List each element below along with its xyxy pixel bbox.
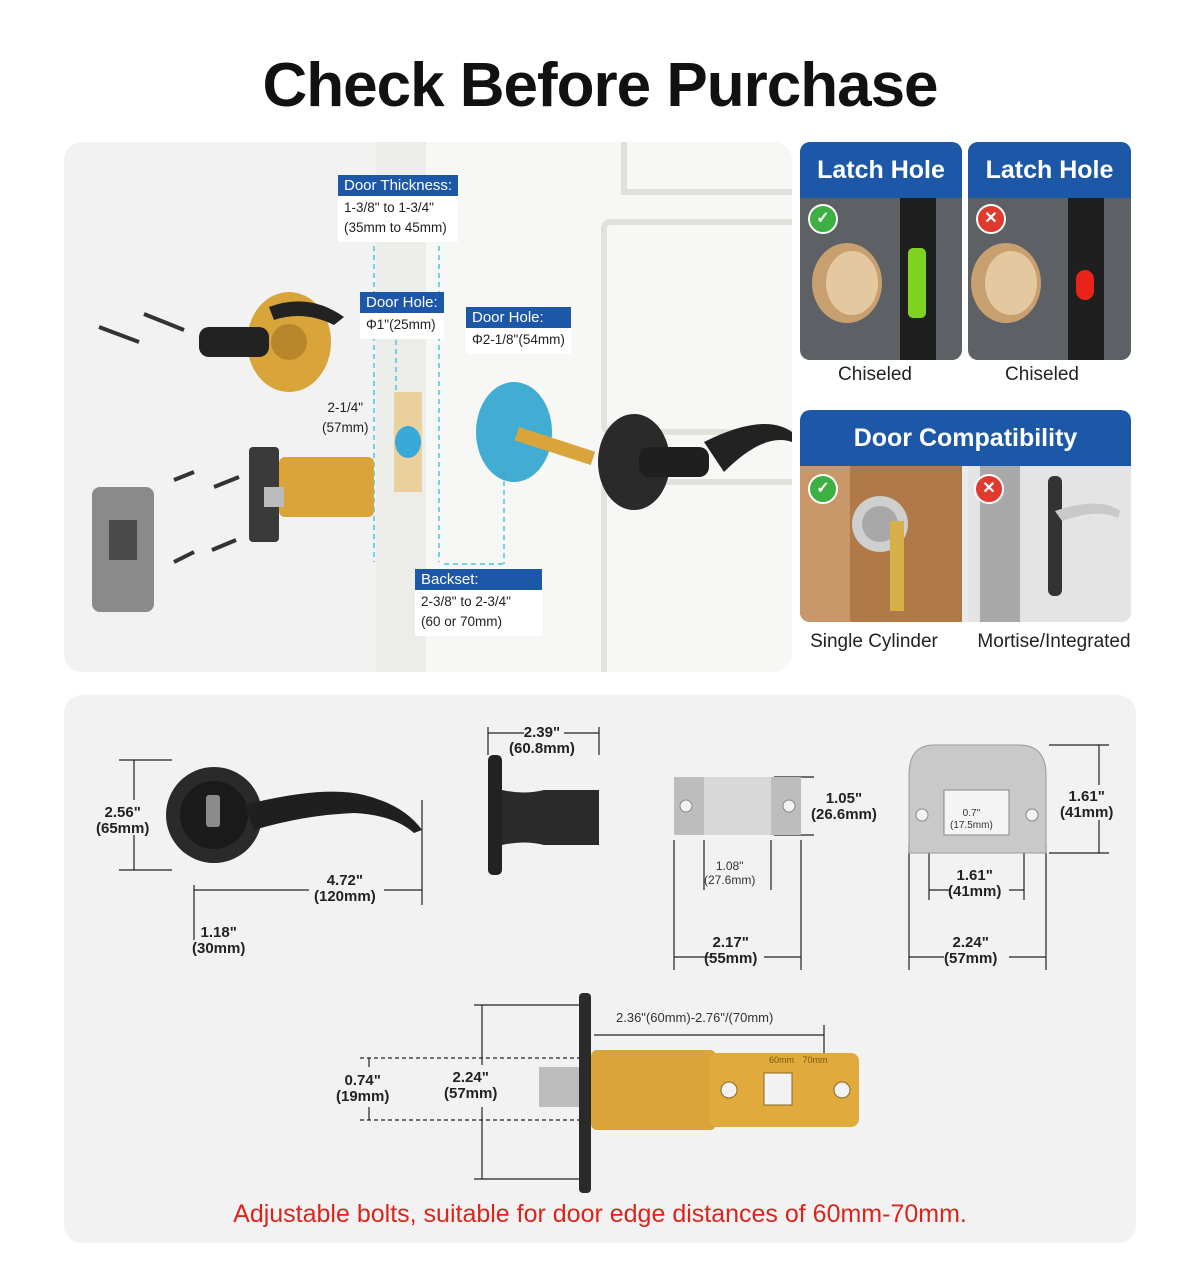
door-thickness-label: Door Thickness: 1-3/8" to 1-3/4" (35mm t… [338, 175, 459, 242]
dim-faceplate-inner: 1.08"(27.6mm) [704, 859, 756, 887]
latch-ok-caption: Chiseled [838, 364, 912, 385]
dim-strike-width: 2.24"(57mm) [944, 934, 998, 967]
cross-icon: ✕ [976, 204, 1006, 234]
dim-faceplate-width: 2.17"(55mm) [704, 934, 758, 967]
dim-latch-plate: 2.24"(57mm) [444, 1069, 498, 1102]
mortise-caption: Mortise/Integrated [977, 631, 1131, 652]
adjustable-bolt-note: Adjustable bolts, suitable for door edge… [233, 1200, 967, 1228]
dimension-drawings [119, 727, 1109, 1193]
latch-bad-caption: Chiseled [1005, 364, 1079, 385]
page-title: Check Before Purchase [262, 51, 938, 120]
door-hole-small-label: Door Hole: Φ1"(25mm) [360, 292, 444, 339]
install-diagram-panel: Door Thickness: 1-3/8" to 1-3/4" (35mm t… [64, 142, 792, 672]
dim-faceplate-height: 1.05"(26.6mm) [811, 790, 877, 823]
dim-strike-slot: 0.7"(17.5mm) [950, 808, 993, 831]
dim-knob-depth: 2.39"(60.8mm) [509, 724, 575, 757]
dim-lever-height: 2.56"(65mm) [96, 804, 150, 837]
latch-hole-card-ok: Latch Hole ✓ [800, 142, 962, 360]
dimensions-panel: 2.56"(65mm) 4.72"(120mm) 1.18"(30mm) 2.3… [64, 695, 1136, 1243]
single-cylinder-caption: Single Cylinder [810, 631, 938, 652]
latch-height-label: 2-1/4" (57mm) [322, 400, 369, 435]
dim-strike-hole: 1.61"(41mm) [948, 867, 1002, 900]
latch-hole-bad-illustration [971, 198, 1104, 360]
dim-latch-bolt: 0.74"(19mm) [336, 1072, 390, 1105]
check-icon: ✓ [808, 204, 838, 234]
latch-hole-card-bad: Latch Hole ✕ [968, 142, 1131, 360]
cross-icon: ✕ [974, 474, 1004, 504]
check-icon: ✓ [808, 474, 838, 504]
dim-rose-offset: 1.18"(30mm) [192, 924, 246, 957]
latch-marks: 60mm 70mm [769, 1055, 828, 1065]
door-compatibility-illustration [800, 466, 1131, 622]
dim-lever-length: 4.72"(120mm) [314, 872, 376, 905]
door-compatibility-card: Door Compatibility ✓ ✕ [800, 410, 1131, 622]
door-hole-large-label: Door Hole: Φ2-1/8"(54mm) [466, 307, 571, 354]
backset-label: Backset: 2-3/8" to 2-3/4" (60 or 70mm) [415, 569, 542, 636]
dim-backset-range: 2.36"(60mm)-2.76"/(70mm) [616, 1010, 774, 1025]
latch-hole-ok-illustration [812, 198, 936, 360]
dim-strike-height: 1.61"(41mm) [1060, 788, 1114, 821]
